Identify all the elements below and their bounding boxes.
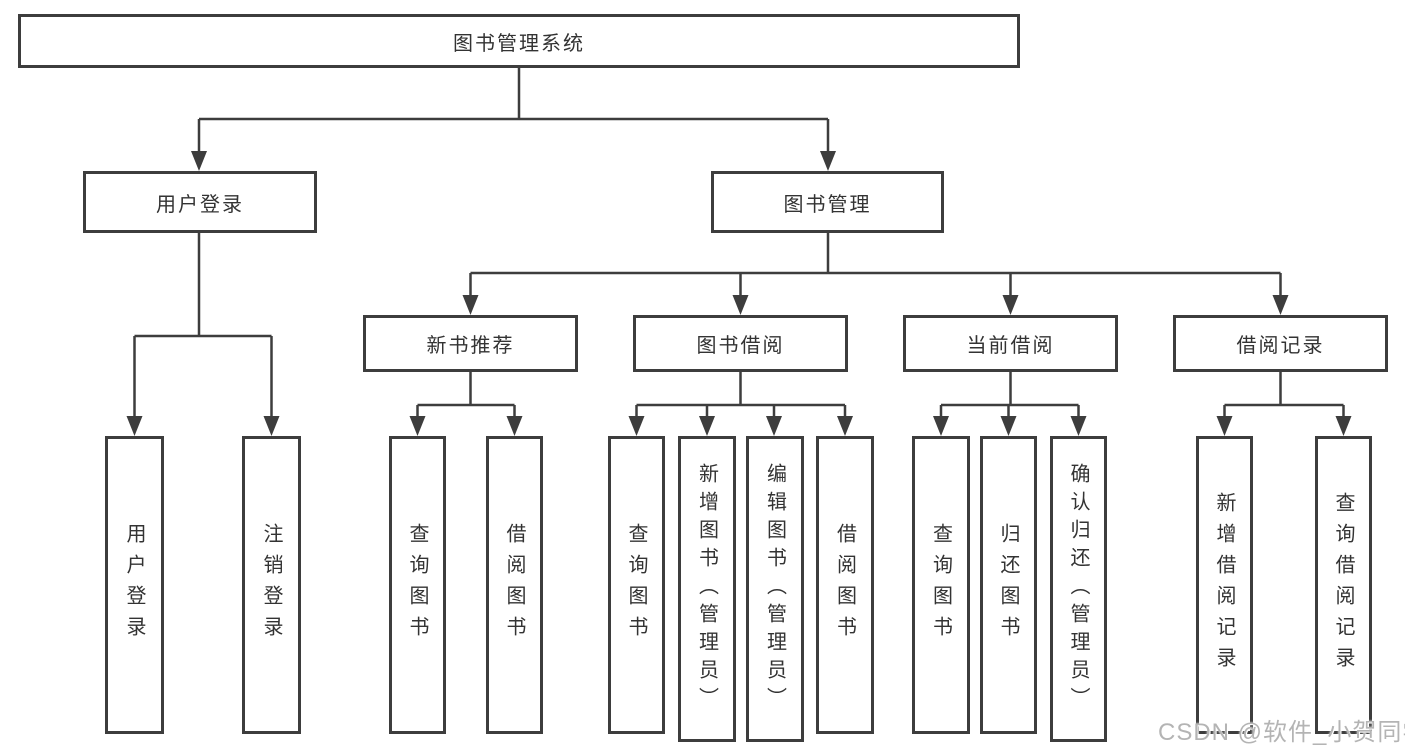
node-label: 查询图书	[406, 523, 428, 647]
leaf-query-books-current: 查询图书	[912, 436, 970, 734]
node-label: 当前借阅	[966, 335, 1055, 357]
leaf-query-books-borrow: 查询图书	[608, 436, 665, 734]
node-label: 新书推荐	[426, 335, 515, 357]
node-label: 归还图书	[997, 523, 1019, 647]
node-user-login: 用户登录	[83, 171, 317, 233]
node-new-book-recommend: 新书推荐	[363, 315, 578, 372]
node-label: 图书管理	[783, 193, 872, 216]
leaf-return-book: 归还图书	[980, 436, 1037, 734]
node-label: 借阅图书	[503, 523, 525, 647]
leaf-query-borrow-record: 查询借阅记录	[1315, 436, 1372, 734]
node-label: 借阅图书	[833, 523, 856, 647]
leaf-edit-book-admin: 编辑图书（管理员）	[746, 436, 804, 742]
node-label: 图书借阅	[696, 335, 785, 357]
node-book-borrow: 图书借阅	[633, 315, 848, 372]
node-label: 查询图书	[929, 523, 952, 647]
node-label: 借阅记录	[1236, 335, 1325, 357]
csdn-watermark: CSDN @软件_小贺同学	[1158, 719, 1405, 746]
node-label: 确认归还（管理员）	[1067, 463, 1089, 715]
node-label: 编辑图书（管理员）	[763, 463, 786, 715]
leaf-borrow-books: 借阅图书	[816, 436, 874, 734]
node-label: 用户登录	[156, 193, 244, 216]
leaf-logout: 注销登录	[242, 436, 301, 734]
node-label: 查询图书	[625, 523, 647, 647]
leaf-borrow-books-recommend: 借阅图书	[486, 436, 543, 734]
leaf-confirm-return-admin: 确认归还（管理员）	[1050, 436, 1107, 742]
leaf-user-login: 用户登录	[105, 436, 164, 734]
leaf-add-book-admin: 新增图书（管理员）	[678, 436, 736, 742]
node-root: 图书管理系统	[18, 14, 1020, 68]
node-label: 图书管理系统	[453, 32, 585, 55]
node-label: 新增图书（管理员）	[695, 463, 718, 715]
node-borrow-records: 借阅记录	[1173, 315, 1388, 372]
leaf-query-books-recommend: 查询图书	[389, 436, 446, 734]
leaf-add-borrow-record: 新增借阅记录	[1196, 436, 1253, 734]
node-label: 新增借阅记录	[1213, 492, 1235, 678]
node-book-management: 图书管理	[711, 171, 944, 233]
node-label: 查询借阅记录	[1332, 492, 1354, 678]
node-current-borrow: 当前借阅	[903, 315, 1118, 372]
node-label: 用户登录	[123, 523, 145, 647]
node-label: 注销登录	[260, 523, 282, 647]
